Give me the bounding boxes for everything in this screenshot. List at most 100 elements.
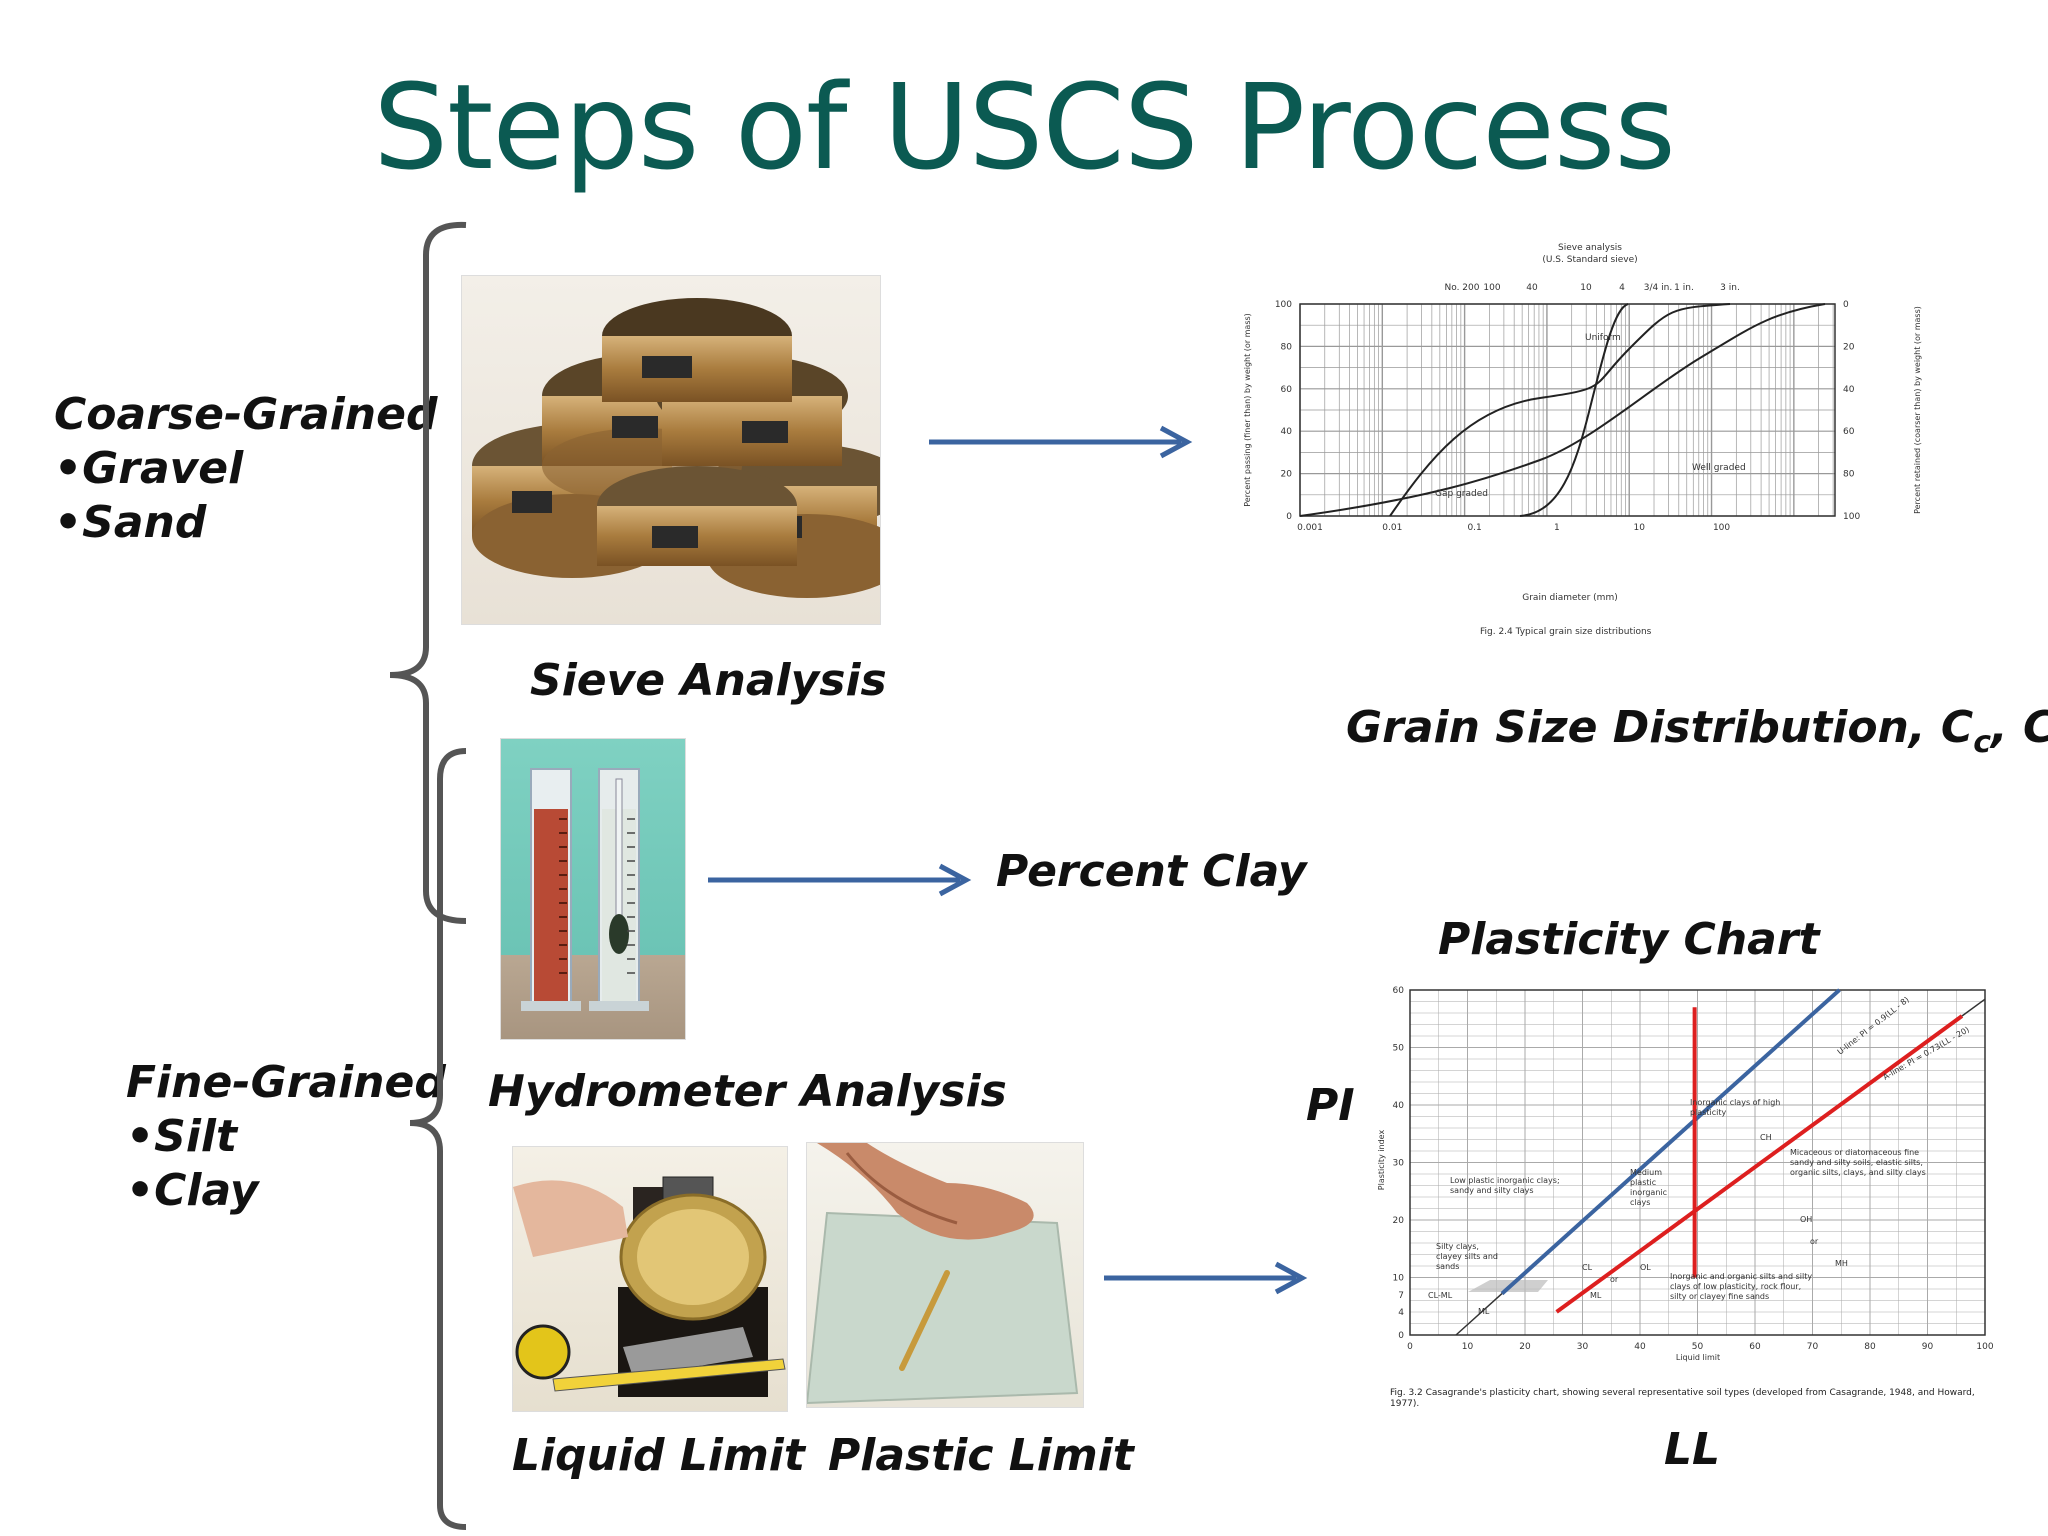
grain-size-chart: Sieve analysis (U.S. Standard sieve) No.… — [1243, 243, 1922, 637]
grain-sub-c: c — [1973, 724, 1991, 760]
mh-zone: MH — [1835, 1259, 1848, 1268]
sieve-analysis-label: Sieve Analysis — [530, 655, 887, 706]
sieve-tick: 10 — [1580, 283, 1592, 293]
grain-y-right-tick: 0 — [1843, 300, 1849, 310]
a-line-label: A-line: PI = 0.73(LL - 20) — [1882, 1025, 1971, 1082]
sand-item: •Sand — [54, 497, 207, 548]
page-title: Steps of USCS Process — [373, 58, 1676, 196]
sieve-header-2: (U.S. Standard sieve) — [1542, 255, 1637, 265]
arrow-icon — [929, 425, 1193, 459]
uniform-curve — [1519, 303, 1629, 517]
sieve-tick: 1 in. — [1674, 283, 1694, 293]
hydrometer-illustration — [521, 768, 649, 1011]
grain-x-tick: 0.1 — [1467, 523, 1481, 533]
plasticity-y-tick: 4 — [1398, 1308, 1404, 1318]
hydrometer-photo — [500, 738, 686, 1040]
grain-size-distribution-label: Grain Size Distribution, Cc, Cu — [1346, 702, 2048, 760]
ml-small-label: ML — [1478, 1307, 1490, 1316]
grain-y-right-tick: 40 — [1843, 385, 1855, 395]
plasticity-y-tick: 0 — [1398, 1331, 1404, 1341]
grain-x-tick: 100 — [1713, 523, 1730, 533]
sieve-header: Sieve analysis — [1558, 243, 1622, 253]
plasticity-x-tick: 30 — [1577, 1342, 1589, 1352]
plasticity-x-tick: 40 — [1634, 1342, 1646, 1352]
plasticity-x-tick: 60 — [1749, 1342, 1761, 1352]
grain-x-tick: 0.01 — [1382, 523, 1402, 533]
grain-x-tick: 1 — [1554, 523, 1560, 533]
grain-y-right-tick: 20 — [1843, 342, 1855, 352]
sieve-stack-illustration — [472, 298, 880, 598]
ml-zone: ML — [1590, 1291, 1602, 1300]
grain-y-left-tick: 40 — [1281, 427, 1293, 437]
note-inorganic-silts: Inorganic and organic silts and silty cl… — [1670, 1272, 1813, 1301]
plasticity-y-tick: 20 — [1393, 1216, 1405, 1226]
plastic-limit-illustration — [807, 1143, 1079, 1405]
grain-y-left-tick: 20 — [1281, 470, 1293, 480]
bracket-icon — [389, 221, 467, 1530]
a-line — [1555, 1014, 1964, 1314]
ch-zone: CH — [1760, 1133, 1772, 1142]
liquid-limit-illustration — [513, 1176, 786, 1397]
grain-y-left-tick: 80 — [1281, 342, 1293, 352]
liquid-limit-device-photo — [512, 1146, 788, 1412]
note-silty-clays: Silty clays, clayey silts and sands — [1436, 1242, 1498, 1271]
grain-xlabel: Grain diameter (mm) — [1522, 593, 1617, 603]
arrow-icon — [708, 863, 972, 897]
cl-ml-label: CL-ML — [1428, 1291, 1453, 1300]
grain-sep: , C — [1991, 702, 2048, 753]
plastic-limit-label: Plastic Limit — [828, 1430, 1134, 1481]
grain-x-tick: 10 — [1634, 523, 1646, 533]
liquid-limit-label: Liquid Limit — [512, 1430, 805, 1481]
sieve-tick: 3/4 in. — [1644, 283, 1672, 293]
gravel-item: •Gravel — [54, 443, 244, 494]
fine-grained-group: Fine-Grained •Silt •Clay — [126, 1056, 446, 1218]
fine-grained-heading: Fine-Grained — [126, 1057, 446, 1108]
well-graded-label: Well graded — [1692, 463, 1746, 473]
plasticity-xlabel: Liquid limit — [1676, 1353, 1720, 1362]
uniform-label: Uniform — [1585, 333, 1621, 343]
sieve-tick: 3 in. — [1720, 283, 1740, 293]
plasticity-caption: Fig. 3.2 Casagrande's plasticity chart, … — [1390, 1388, 1975, 1409]
grain-x-tick: 0.001 — [1297, 523, 1323, 533]
plasticity-y-tick: 7 — [1398, 1291, 1404, 1301]
plastic-limit-photo — [806, 1142, 1084, 1408]
note-low-plastic: Low plastic inorganic clays; sandy and s… — [1450, 1176, 1560, 1195]
percent-clay-label: Percent Clay — [996, 846, 1307, 897]
silt-item: •Silt — [126, 1111, 238, 1162]
ol-zone: OL — [1640, 1263, 1651, 1272]
note-medium-plastic: Medium plastic inorganic clays — [1630, 1168, 1668, 1207]
plasticity-x-tick: 20 — [1519, 1342, 1531, 1352]
oh-zone: OH — [1800, 1215, 1812, 1224]
grain-y-left-tick: 100 — [1275, 300, 1292, 310]
plasticity-x-tick: 90 — [1922, 1342, 1934, 1352]
sieve-stack-photo — [461, 275, 881, 625]
u-line — [1500, 988, 1841, 1296]
pi-label: PI — [1306, 1080, 1355, 1131]
plasticity-y-tick: 40 — [1393, 1101, 1405, 1111]
plasticity-y-tick: 10 — [1393, 1274, 1405, 1284]
plasticity-y-tick: 60 — [1393, 986, 1405, 996]
clay-item: •Clay — [126, 1165, 259, 1216]
sieve-tick: 40 — [1526, 283, 1538, 293]
grain-y-right-tick: 100 — [1843, 512, 1860, 522]
plasticity-x-tick: 70 — [1807, 1342, 1819, 1352]
cl-zone: CL — [1582, 1263, 1593, 1272]
coarse-grained-heading: Coarse-Grained — [54, 389, 438, 440]
gap-graded-curve — [1389, 303, 1731, 517]
or-label-2: or — [1810, 1237, 1819, 1246]
grain-ylabel-right: Percent retained (coarser than) by weigh… — [1913, 306, 1922, 514]
plasticity-x-tick: 0 — [1407, 1342, 1413, 1352]
sieve-tick: No. 200 — [1445, 283, 1480, 293]
grain-y-left-tick: 60 — [1281, 385, 1293, 395]
gap-graded-label: Gap graded — [1435, 489, 1488, 499]
plasticity-x-tick: 10 — [1462, 1342, 1474, 1352]
sieve-tick: 4 — [1619, 283, 1625, 293]
ll-label: LL — [1664, 1424, 1721, 1475]
coarse-grained-group: Coarse-Grained •Gravel •Sand — [54, 388, 437, 550]
sieve-tick: 100 — [1483, 283, 1500, 293]
grain-y-left-tick: 0 — [1286, 512, 1292, 522]
grain-y-right-tick: 80 — [1843, 470, 1855, 480]
plasticity-chart-label: Plasticity Chart — [1438, 914, 1820, 965]
plasticity-x-tick: 100 — [1976, 1342, 1993, 1352]
